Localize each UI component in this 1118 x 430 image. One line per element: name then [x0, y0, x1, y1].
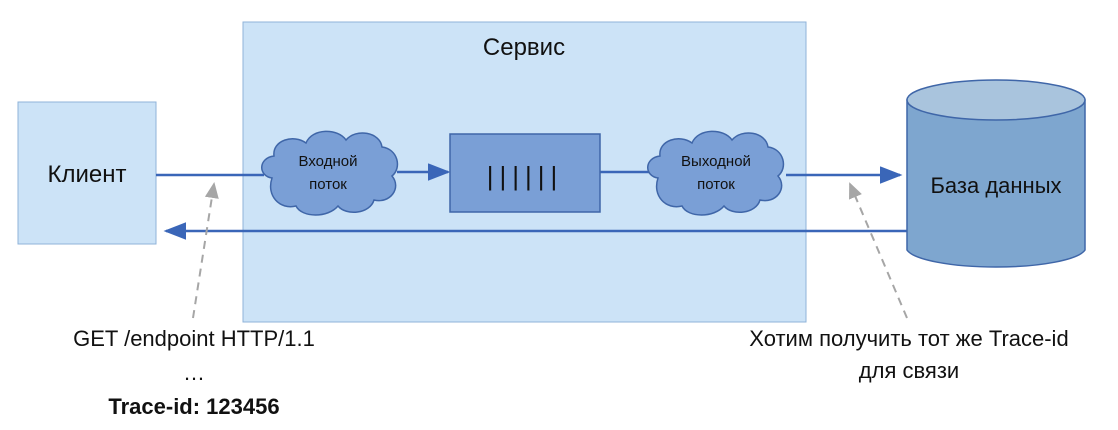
request-ellipsis-text: …	[183, 360, 205, 385]
database-top	[906, 79, 1086, 121]
queue-label: ||||||	[487, 161, 564, 191]
goal-text-line2: для связи	[858, 358, 960, 383]
request-line-text: GET /endpoint HTTP/1.1	[73, 326, 315, 351]
input-stream-label-line1: Входной	[299, 153, 358, 170]
trace-id-header-text: Trace-id: 123456	[108, 394, 280, 419]
input-stream-cloud	[261, 130, 399, 216]
goal-text-line1: Хотим получить тот же Trace-id	[749, 326, 1069, 351]
request-pointer-arrow	[192, 182, 219, 319]
client-label: Клиент	[48, 161, 127, 188]
database-label: База данных	[930, 173, 1061, 198]
database-body	[906, 99, 1086, 268]
output-stream-label-line1: Выходной	[681, 153, 751, 170]
output-stream-label-line2: поток	[697, 176, 735, 193]
output-stream-cloud	[647, 130, 785, 216]
input-stream-label-line2: поток	[309, 176, 347, 193]
client-box	[17, 101, 157, 245]
service-label: Сервис	[483, 34, 565, 61]
queue-box	[449, 133, 601, 213]
goal-pointer-arrow	[849, 182, 908, 319]
